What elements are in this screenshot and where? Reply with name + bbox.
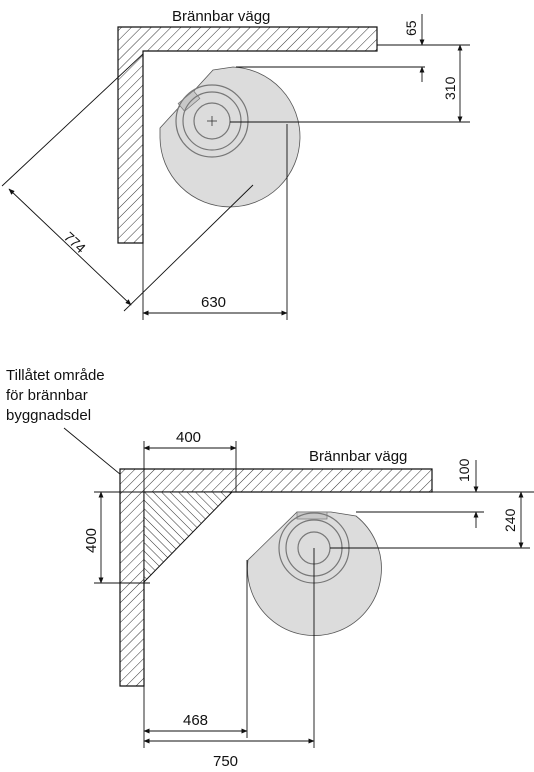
bottom-view: Tillåtet område för brännbar byggnadsdel… [6,367,534,770]
top-stove-ring-inner [193,102,231,140]
bottom-note-line-2: för brännbar [6,387,88,404]
top-stove-ring-mid [182,91,242,151]
top-dim-774-label: 774 [61,228,89,256]
top-wall-label: Brännbar vägg [172,8,270,25]
bottom-dim-100-label: 100 [456,458,472,482]
bottom-dim-468-label: 468 [183,712,208,729]
top-dim-310-label: 310 [442,76,458,100]
top-stove [159,66,301,208]
bottom-dim-750-label: 750 [213,753,238,770]
bottom-note-line-3: byggnadsdel [6,407,91,424]
top-dim-774-line [8,188,132,306]
bottom-stove [247,511,382,636]
bottom-note-line-1: Tillåtet område [6,367,105,384]
bottom-stove-body [247,511,382,636]
top-dim-630-label: 630 [201,294,226,311]
permitted-area-zone [143,491,234,584]
bottom-dim-400h-label: 400 [176,429,201,446]
top-view: Brännbar vägg 65 310 774 630 [1,8,470,320]
bottom-wall-label: Brännbar vägg [309,448,407,465]
top-ext-line-diag-b [123,184,254,312]
top-stove-body [159,66,301,208]
top-dim-65-label: 65 [403,20,419,36]
top-stove-ring-outer [175,84,249,158]
top-ext-line-diag-a [1,53,144,187]
bottom-dim-240-label: 240 [502,508,518,532]
bottom-dim-400v-label: 400 [83,528,100,553]
